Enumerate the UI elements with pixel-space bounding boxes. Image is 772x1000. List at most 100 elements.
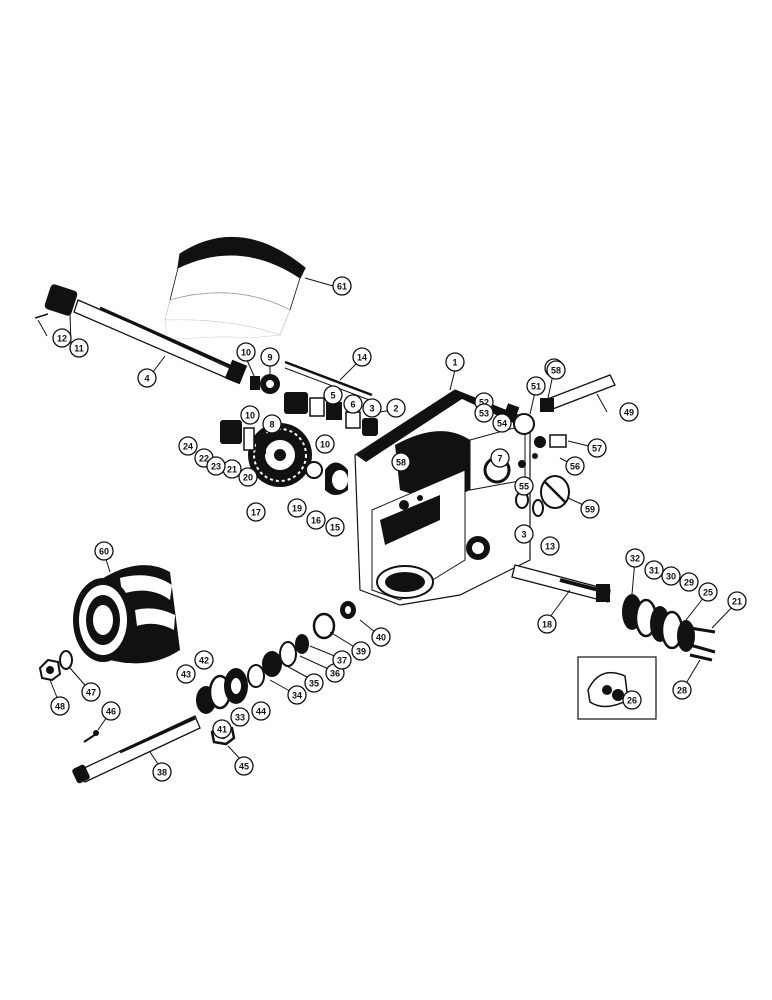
callout-5: 5 (323, 385, 343, 405)
callout-58: 58 (391, 452, 411, 472)
callout-label: 25 (703, 588, 713, 598)
callout-26: 26 (622, 690, 642, 710)
callout-label: 36 (330, 669, 340, 679)
callout-10: 10 (315, 434, 335, 454)
callout-label: 49 (624, 408, 634, 418)
callout-circle (540, 536, 560, 556)
callout-circle (490, 448, 510, 468)
part-17-large-gear (220, 420, 348, 495)
callout-label: 1 (452, 358, 457, 368)
part-38-shaft (72, 715, 201, 784)
callout-circle (178, 436, 198, 456)
callout-circle (50, 696, 70, 716)
callout-14: 14 (352, 347, 372, 367)
callout-label: 2 (393, 404, 398, 414)
callout-label: 43 (181, 670, 191, 680)
callout-51: 51 (526, 376, 546, 396)
callout-32: 32 (625, 548, 645, 568)
callout-47: 47 (81, 682, 101, 702)
callout-9: 9 (260, 347, 280, 367)
callout-circle (306, 510, 326, 530)
callout-21: 21 (222, 459, 242, 479)
callout-3: 3 (514, 524, 534, 544)
inset-box (577, 656, 657, 720)
callout-38: 38 (152, 762, 172, 782)
part-1-housing (354, 389, 531, 606)
callout-circle (260, 347, 280, 367)
callout-circle (698, 582, 718, 602)
callout-53: 53 (474, 403, 494, 423)
callout-label: 37 (337, 656, 347, 666)
callout-circle (52, 328, 72, 348)
callout-label: 12 (57, 334, 67, 344)
callout-19: 19 (287, 498, 307, 518)
callout-16: 16 (306, 510, 326, 530)
part-18-shaft (511, 564, 611, 603)
callout-3: 3 (362, 398, 382, 418)
callout-label: 14 (357, 353, 367, 363)
callout-55: 55 (514, 476, 534, 496)
callout-label: 35 (309, 679, 319, 689)
callout-circle (619, 402, 639, 422)
callout-label: 15 (330, 523, 340, 533)
callout-layer: 1233456789101010111213141516171819202121… (50, 276, 747, 782)
callout-circle (672, 680, 692, 700)
callout-31: 31 (644, 560, 664, 580)
callout-circle (238, 467, 258, 487)
part-47-48-nut (38, 650, 73, 682)
callout-label: 60 (99, 547, 109, 557)
callout-circle (352, 347, 372, 367)
part-4-shaft (34, 284, 248, 385)
callout-label: 46 (106, 707, 116, 717)
callout-label: 29 (684, 578, 694, 588)
callout-circle (251, 701, 271, 721)
callout-circle (391, 452, 411, 472)
callout-label: 31 (649, 566, 659, 576)
callout-label: 6 (350, 400, 355, 410)
callout-label: 10 (320, 440, 330, 450)
callout-18: 18 (537, 614, 557, 634)
callout-circle (287, 685, 307, 705)
callout-label: 53 (479, 409, 489, 419)
part-59-plug (515, 475, 570, 517)
callout-circle (315, 434, 335, 454)
callout-33: 33 (230, 707, 250, 727)
callout-circle (240, 405, 260, 425)
callout-34: 34 (287, 685, 307, 705)
callout-circle (325, 517, 345, 537)
callout-label: 58 (551, 366, 561, 376)
part-clutch-pack (622, 594, 716, 662)
callout-7: 7 (490, 448, 510, 468)
callout-29: 29 (679, 572, 699, 592)
callout-circle (644, 560, 664, 580)
callout-circle (351, 641, 371, 661)
callout-circle (587, 438, 607, 458)
callout-label: 24 (183, 442, 193, 452)
callout-label: 26 (627, 696, 637, 706)
callout-circle (625, 548, 645, 568)
callout-43: 43 (176, 664, 196, 684)
callout-label: 44 (256, 707, 266, 717)
callout-circle (492, 413, 512, 433)
callout-circle (343, 394, 363, 414)
callout-circle (69, 338, 89, 358)
callout-label: 21 (227, 465, 237, 475)
callout-label: 19 (292, 504, 302, 514)
callout-circle (661, 566, 681, 586)
callout-circle (514, 524, 534, 544)
callout-21: 21 (727, 591, 747, 611)
callout-circle (206, 456, 226, 476)
callout-label: 59 (585, 505, 595, 515)
callout-1: 1 (445, 352, 465, 372)
callout-label: 39 (356, 647, 366, 657)
callout-circle (236, 342, 256, 362)
callout-circle (526, 376, 546, 396)
callout-label: 48 (55, 702, 65, 712)
callout-11: 11 (69, 338, 89, 358)
callout-label: 30 (666, 572, 676, 582)
callout-label: 45 (239, 762, 249, 772)
callout-23: 23 (206, 456, 226, 476)
callout-label: 33 (235, 713, 245, 723)
callout-circle (622, 690, 642, 710)
